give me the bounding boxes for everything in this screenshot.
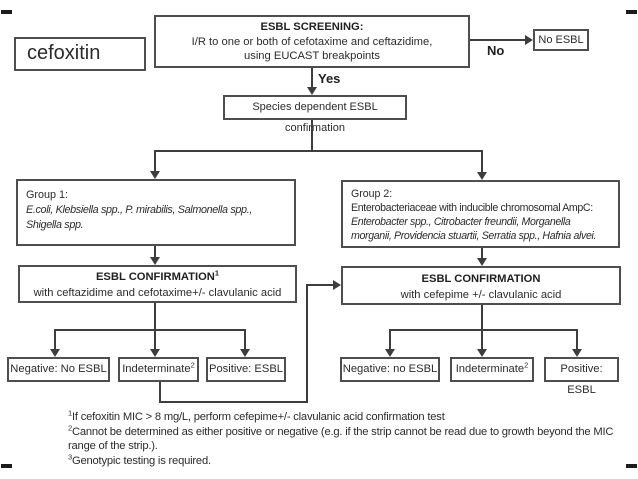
edge-confirmation1-down	[154, 303, 156, 331]
edge-screening-to-species	[311, 68, 313, 88]
confirmation-group1-method: with ceftazidime and cefotaxime+/- clavu…	[33, 287, 282, 299]
footnote-1: 1If cefoxitin MIC > 8 mg/L, perform cefe…	[68, 408, 445, 423]
confirmation-group1-footnote-ref: 1	[214, 268, 220, 278]
corner-mark-top-left	[1, 10, 12, 14]
edge-to-indeterminate2	[481, 329, 483, 350]
edge-screening-to-noesbl	[470, 39, 526, 41]
edge-to-positive1	[244, 329, 246, 350]
group2-species-line2: morganii, Providencia stuartii, Serratia…	[351, 230, 597, 242]
arrowhead-to-group1	[150, 171, 160, 179]
arrowhead-to-negative2	[385, 349, 395, 357]
arrowhead-indeterminate1-to-confirmation2	[333, 280, 341, 290]
group2-subtitle: Enterobacteriaceae with inducible chromo…	[351, 202, 593, 214]
screening-node: ESBL SCREENING: I/R to one or both of ce…	[154, 15, 470, 68]
arrowhead-to-indeterminate1	[150, 349, 160, 357]
edge-confirmation2-down	[481, 305, 483, 331]
group1-species-line2: Shigella spp.	[26, 219, 84, 231]
group1-species-line1: E.coli, Klebsiella spp., P. mirabilis, S…	[26, 204, 252, 216]
edge-to-group1	[154, 150, 156, 172]
arrowhead-to-positive1	[240, 349, 250, 357]
edge-fanout2-horizontal	[389, 329, 578, 331]
edge-to-group2	[481, 150, 483, 173]
species-confirmation-label: Species dependent ESBL confirmation	[252, 101, 378, 134]
screening-criteria-line1: I/R to one or both of cefotaxime and cef…	[191, 35, 433, 48]
group1-node: Group 1: E.coli, Klebsiella spp., P. mir…	[16, 179, 296, 246]
edge-indeterminate1-right	[159, 401, 308, 403]
outcome-group1-indeterminate-sup: 2	[190, 360, 195, 370]
edge-indeterminate1-to-confirmation2	[306, 284, 334, 286]
corner-mark-bottom-right	[626, 464, 637, 468]
footnote-3-marker: 3	[68, 452, 72, 462]
edge-split-horizontal	[154, 150, 483, 152]
cefoxitin-node: cefoxitin	[14, 37, 146, 71]
edge-to-indeterminate1	[154, 329, 156, 350]
edge-indeterminate1-up	[306, 284, 308, 403]
outcome-group2-indeterminate-sup: 2	[524, 360, 529, 370]
arrowhead-to-positive2	[572, 349, 582, 357]
screening-title: ESBL SCREENING:	[260, 21, 364, 33]
footnote-2: 2Cannot be determined as either positive…	[68, 422, 614, 453]
confirmation-group1-node: ESBL CONFIRMATION1 with ceftazidime and …	[18, 265, 297, 303]
cefoxitin-label: cefoxitin	[27, 42, 101, 64]
footnote-3: 3Genotypic testing is required.	[68, 452, 211, 467]
edge-label-no: No	[487, 43, 505, 58]
edge-group2-to-confirmation2	[481, 248, 483, 259]
corner-mark-bottom-left	[1, 464, 12, 468]
edge-to-positive2	[576, 329, 578, 350]
arrowhead-to-confirmation2	[477, 258, 487, 266]
group1-title: Group 1:	[26, 189, 69, 201]
arrowhead-to-confirmation1	[150, 257, 160, 265]
arrowhead-to-group2	[477, 172, 487, 180]
confirmation-group2-method: with cefepime +/- clavulanic acid	[400, 289, 562, 301]
confirmation-group2-title: ESBL CONFIRMATION	[421, 273, 541, 285]
group2-node: Group 2: Enterobacteriaceae with inducib…	[341, 180, 620, 248]
outcome-group2-positive: Positive: ESBL	[544, 357, 619, 396]
edge-to-negative2	[389, 329, 391, 350]
outcome-group1-indeterminate: Indeterminate2	[118, 357, 199, 382]
group2-species-line1: Enterobacter spp., Citrobacter freundii,…	[351, 216, 571, 228]
edge-to-negative1	[54, 329, 56, 350]
corner-mark-top-right	[626, 10, 637, 14]
screening-criteria-line2: using EUCAST breakpoints	[244, 50, 380, 62]
arrowhead-to-indeterminate2	[477, 349, 487, 357]
edge-fanout1-horizontal	[54, 329, 246, 331]
confirmation-group1-title: ESBL CONFIRMATION1	[95, 268, 220, 283]
outcome-group1-positive: Positive: ESBL	[206, 357, 286, 382]
arrowhead-to-negative1	[50, 349, 60, 357]
footnote-1-marker: 1	[68, 408, 72, 418]
species-confirmation-node: Species dependent ESBL confirmation	[223, 95, 407, 134]
arrowhead-to-noesbl	[525, 35, 533, 45]
edge-label-yes: Yes	[318, 71, 341, 86]
footnotes: 1If cefoxitin MIC > 8 mg/L, perform cefe…	[68, 408, 620, 468]
no-esbl-label: No ESBL	[538, 34, 584, 46]
footnote-2-marker: 2	[68, 422, 72, 432]
edge-indeterminate1-down	[159, 382, 161, 403]
edge-group1-to-confirmation1	[154, 246, 156, 258]
outcome-group2-indeterminate: Indeterminate2	[450, 357, 534, 382]
no-esbl-node: No ESBL	[533, 29, 589, 51]
outcome-group1-negative: Negative: No ESBL	[7, 357, 110, 382]
arrowhead-to-species	[307, 87, 317, 95]
group2-title: Group 2:	[351, 188, 393, 200]
outcome-group2-negative: Negative: no ESBL	[340, 357, 440, 382]
edge-species-down	[311, 120, 313, 152]
confirmation-group2-node: ESBL CONFIRMATION with cefepime +/- clav…	[341, 266, 621, 305]
